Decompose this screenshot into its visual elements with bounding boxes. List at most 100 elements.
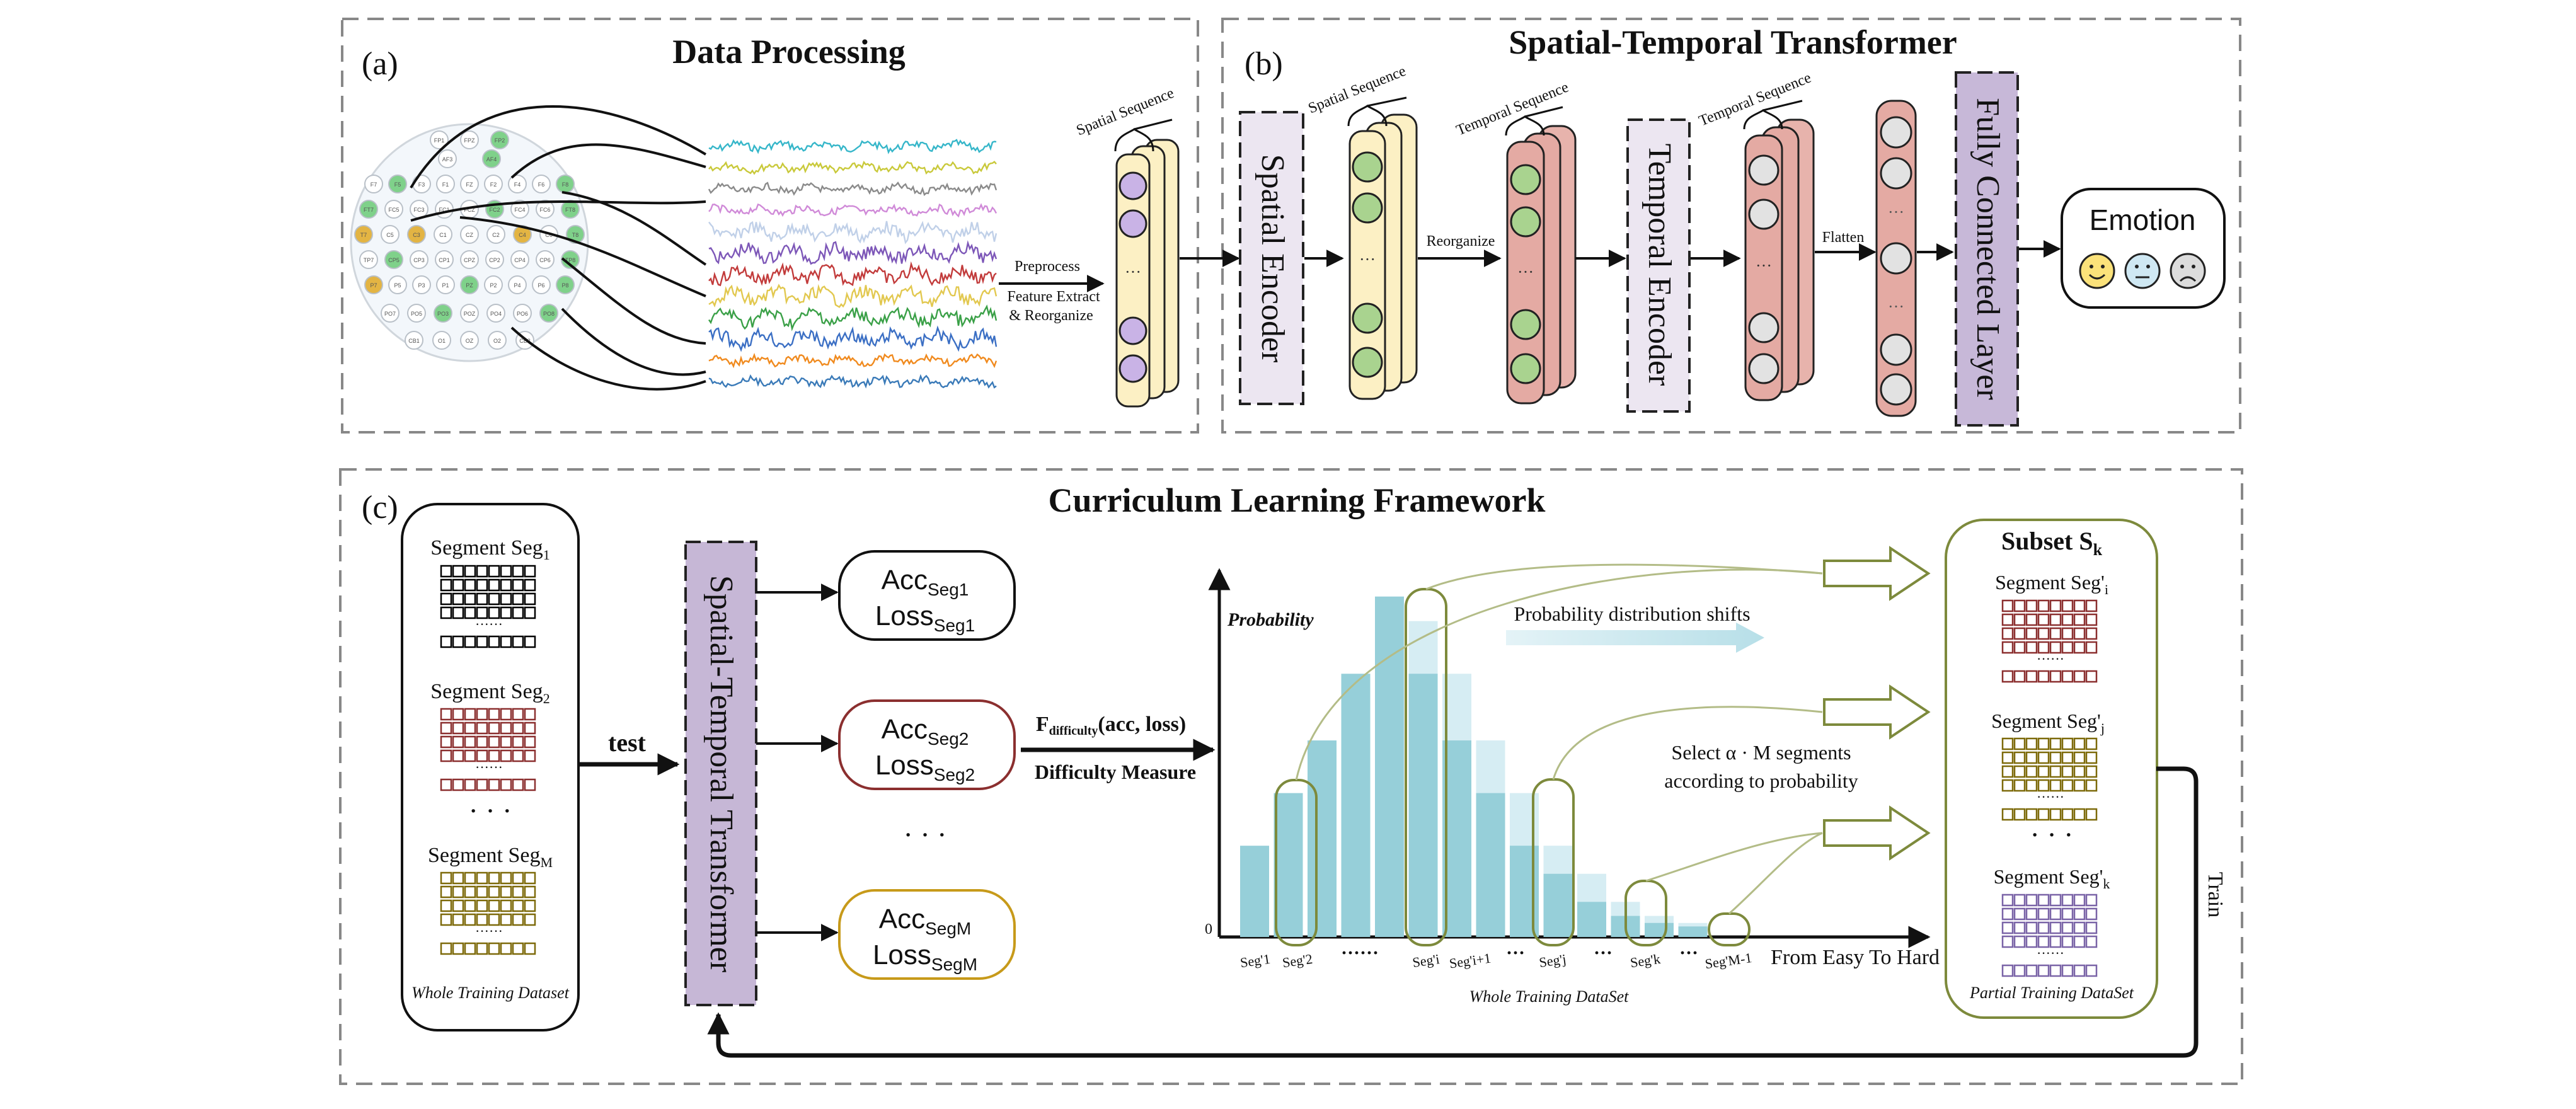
grid-cell: [2073, 907, 2086, 921]
panel-b-title: Spatial-Temporal Transformer: [1509, 23, 1957, 61]
open-arrow-1-icon: [1823, 546, 1931, 601]
grid-cell: [512, 578, 524, 592]
grid-cell: [2073, 613, 2086, 626]
electrode-label: F4: [514, 181, 521, 188]
grid-cell: [2061, 935, 2074, 948]
grid-cell: [488, 721, 500, 735]
grid-cell: [524, 899, 536, 912]
grid-cell: [452, 778, 464, 791]
electrode-label: TP8: [565, 257, 576, 263]
grid-cell: [512, 913, 524, 926]
grid-cell: [2025, 935, 2038, 948]
electrode-label: O1: [438, 338, 446, 344]
panel-b-tag: (b): [1245, 46, 1283, 82]
chart-tick-label: ···: [1506, 943, 1525, 963]
electrode: [460, 130, 479, 149]
grid-cell: [2049, 921, 2062, 934]
electrode-label: FP1: [434, 137, 445, 144]
difficulty-measure-label: Difficulty Measure: [1035, 761, 1196, 783]
grid-cell: [2049, 627, 2062, 640]
grid-cell: [524, 735, 536, 749]
grid-cell: [2085, 907, 2098, 921]
grid-cell: [488, 635, 500, 648]
electrode: [364, 175, 383, 193]
electrode: [484, 275, 503, 294]
grid-cell: [476, 635, 488, 648]
open-arrow-3-icon: [1823, 805, 1931, 861]
grid-cell: [2013, 751, 2026, 764]
electrode-label: C6: [545, 232, 553, 238]
electrode-label: FT7: [364, 207, 374, 213]
chart-bar: [1577, 902, 1606, 937]
result-loss-seg2: LossSeg2: [875, 750, 975, 784]
grid-cell: [2061, 737, 2074, 750]
grid-cell: [440, 578, 452, 592]
chart-bar: [1341, 674, 1371, 937]
grid-cell: [440, 735, 452, 749]
grid-cell: [2001, 907, 2014, 921]
grid-cell: [500, 871, 512, 885]
electrode: [485, 250, 504, 269]
grid-cell: [2013, 670, 2026, 683]
st-transformer-box: [684, 541, 757, 1006]
result-acc-seg2: AccSeg2: [882, 714, 969, 749]
grid-cell: [440, 778, 452, 791]
grid-cell: [2061, 670, 2074, 683]
electrode-label: C5: [386, 232, 394, 238]
electrode: [486, 304, 505, 323]
grid-cell: [2073, 894, 2086, 907]
electrode-label: OZ: [466, 338, 474, 344]
electrode: [384, 250, 403, 269]
segment-grid-seg2: ······: [440, 708, 536, 791]
grid-cell: [2001, 627, 2014, 640]
panel-a-tag: (a): [362, 46, 398, 82]
grid-cell: [2085, 641, 2098, 654]
grid-cell: [2061, 641, 2074, 654]
grid-cell: [500, 913, 512, 926]
grid-cell: [2013, 641, 2026, 654]
eeg-trace: [708, 203, 998, 218]
grid-cell: [464, 578, 476, 592]
electrode: [460, 175, 479, 193]
chart-bar: [1543, 873, 1573, 937]
grid-cell: [2001, 599, 2014, 612]
grid-cell: [2085, 627, 2098, 640]
grid-cell: [440, 635, 452, 648]
electrode: [460, 225, 479, 244]
result-acc-segm: AccSegM: [879, 904, 972, 938]
grid-cell: [512, 635, 524, 648]
grid-cell: [2025, 894, 2038, 907]
grid-ellipsis: ······: [2037, 651, 2064, 667]
electrode-label: C4: [519, 232, 526, 238]
grid-cell: [440, 721, 452, 735]
electrode-label: F1: [442, 181, 449, 188]
grid-cell: [500, 721, 512, 735]
subset-dots: · · ·: [2030, 819, 2074, 851]
grid-cell: [440, 565, 452, 578]
grid-cell: [452, 635, 464, 648]
electrode: [388, 175, 407, 193]
sad-face-icon: [2170, 253, 2206, 289]
electrode-label: PO4: [490, 311, 502, 317]
grid-cell: [512, 606, 524, 619]
grid-cell: [476, 885, 488, 899]
grid-cell: [2025, 964, 2038, 977]
grid-cell: [488, 578, 500, 592]
electrode: [410, 250, 428, 269]
grid-cell: [464, 721, 476, 735]
svg-text:···: ···: [1359, 250, 1376, 268]
grid-cell: [2085, 808, 2098, 821]
grid-cell: [476, 565, 488, 578]
reorganize-label-a: & Reorganize: [1009, 307, 1093, 324]
grid-cell: [2025, 670, 2038, 683]
electrode-label: TP7: [364, 257, 374, 263]
chart-xlabel: From Easy To Hard: [1771, 946, 1940, 969]
electrode-signal-links: [410, 105, 707, 391]
grid-cell: [512, 871, 524, 885]
grid-cell: [2073, 751, 2086, 764]
fc-layer-label: Fully Connected Layer: [1970, 98, 2006, 399]
grid-cell: [464, 606, 476, 619]
electrode-label: C2: [492, 232, 500, 238]
grid-cell: [2049, 808, 2062, 821]
grid-cell: [2037, 751, 2050, 764]
